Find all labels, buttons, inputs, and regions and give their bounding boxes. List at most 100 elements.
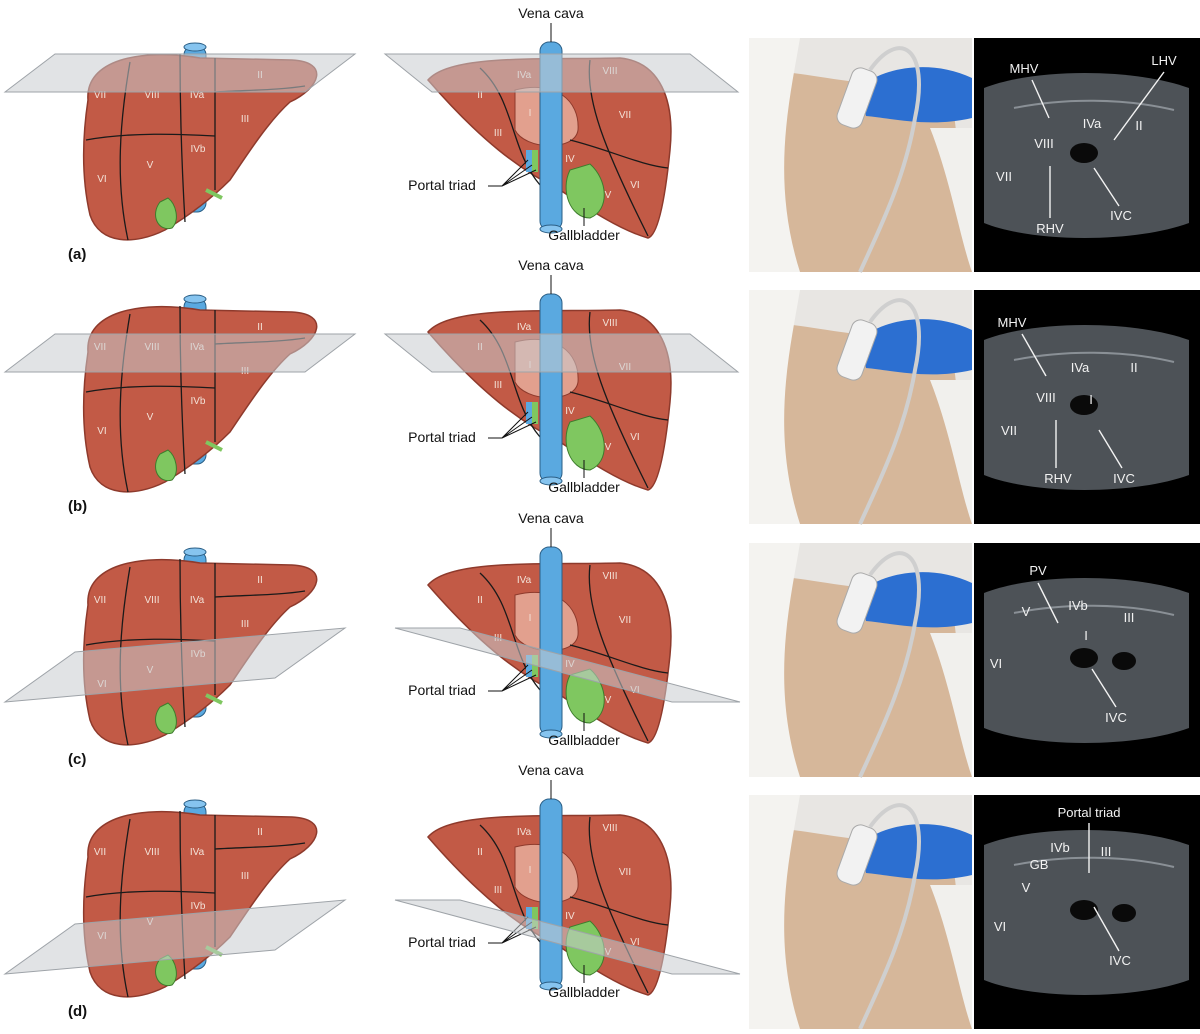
drape-left — [749, 795, 800, 1029]
back-segment-label: VII — [619, 867, 631, 878]
ultrasound-probe — [836, 572, 878, 634]
portal-triad-label: Portal triad — [408, 177, 476, 193]
front-segment-label: IVb — [190, 144, 205, 155]
gallbladder-shape — [565, 163, 605, 219]
ultrasound-label: VIII — [1036, 390, 1056, 405]
vena-cava-opening — [539, 224, 563, 234]
ultrasound-label: IVa — [1071, 360, 1090, 375]
ultrasound-probe — [836, 319, 878, 381]
back-segment-label: IV — [565, 406, 575, 417]
ultrasound-label: V — [1022, 880, 1031, 895]
front-segment-label: III — [241, 619, 249, 630]
front-segment-label: V — [147, 160, 154, 171]
drape-left — [749, 38, 800, 272]
transverse-plane — [3, 53, 357, 93]
segment-line — [214, 842, 306, 850]
front-segment-label: VIII — [144, 847, 159, 858]
portal-vessels — [205, 188, 223, 200]
front-segment-label: III — [241, 871, 249, 882]
back-segment-label: IVa — [517, 322, 532, 333]
ultrasound-label: II — [1135, 118, 1142, 133]
front-segment-label: II — [257, 575, 263, 586]
ultrasound-label: VIII — [1034, 136, 1054, 151]
panel-label: (d) — [68, 1003, 87, 1020]
drape-left — [749, 290, 800, 524]
ultrasound-arrow — [1113, 71, 1165, 141]
ultrasound-label: IVb — [1050, 840, 1070, 855]
ultrasound-arrow — [1091, 668, 1117, 708]
ultrasound-texture — [1013, 604, 1175, 616]
portal-vessel-shape — [532, 907, 538, 929]
front-segment-label: II — [257, 322, 263, 333]
ultrasound-label: VII — [996, 169, 1012, 184]
portal-vessel-shape — [532, 402, 538, 424]
ultrasound-label: II — [1130, 360, 1137, 375]
vena-cava-shape — [539, 546, 563, 736]
ultrasound-label: MHV — [998, 315, 1027, 330]
portal-vessels — [205, 440, 223, 452]
oblique-plane — [394, 627, 741, 703]
ultrasound-label: I — [1089, 392, 1093, 407]
ultrasound-label: IVa — [1083, 116, 1102, 131]
drape-right — [930, 885, 972, 1029]
back-segment-label: V — [605, 695, 612, 706]
gallbladder-shape — [155, 449, 177, 482]
ultrasound-label: IVC — [1113, 471, 1135, 486]
drape-right — [930, 380, 972, 524]
ultrasound-arrow — [1098, 429, 1123, 469]
back-segment-label: V — [605, 190, 612, 201]
cutting-planes — [3, 333, 740, 373]
oblique-plane — [3, 899, 347, 975]
probe-cable — [858, 46, 921, 273]
ultrasound-label: IVC — [1105, 710, 1127, 725]
vena-cava-opening — [539, 476, 563, 486]
front-segment-label: VIII — [144, 90, 159, 101]
portal-vessel-shape — [526, 150, 532, 172]
ultrasound-label: V — [1022, 604, 1031, 619]
vena-cava-opening — [183, 294, 207, 304]
ultrasound-label: RHV — [1036, 221, 1064, 236]
ultrasound-label: VI — [994, 919, 1006, 934]
gallbladder-shape — [155, 702, 177, 735]
back-segment-label: VIII — [602, 823, 617, 834]
ultrasound-probe — [836, 824, 878, 886]
back-segment-label: I — [529, 613, 532, 624]
back-segment-label: IVa — [517, 827, 532, 838]
transverse-plane — [383, 333, 740, 373]
vessel-lumen — [1112, 652, 1136, 670]
probe-position-photo — [749, 543, 972, 778]
vena-cava-label: Vena cava — [518, 510, 584, 526]
portal-triad-label: Portal triad — [408, 429, 476, 445]
segment-line — [569, 139, 669, 169]
back-segment-label: VII — [619, 110, 631, 121]
leader-line — [488, 664, 537, 692]
back-segment-label: VI — [630, 937, 639, 948]
ivc-lumen — [1070, 900, 1098, 920]
front-segment-label: IVb — [190, 901, 205, 912]
back-segment-label: IV — [565, 911, 575, 922]
probe-position-photo — [749, 290, 972, 525]
back-segment-label: II — [477, 847, 483, 858]
ultrasound-label: III — [1124, 610, 1135, 625]
back-segment-label: VI — [630, 432, 639, 443]
back-segment-label: III — [494, 128, 502, 139]
segment-line — [569, 391, 669, 421]
drape-right — [930, 633, 972, 777]
gloved-hand — [860, 824, 972, 880]
gallbladder-label: Gallbladder — [548, 227, 620, 243]
row-1: VIIVIIIIVaIIIIIIVbVVIIVaVIIIIIIIIIVIIIVV… — [3, 5, 1200, 273]
front-segment-label: III — [241, 114, 249, 125]
row-3: VIIVIIIIVaIIIIIIVbVVIIVaVIIIIIIIIIVIIIVV… — [3, 510, 1200, 778]
vena-cava-shape — [539, 293, 563, 483]
back-segment-label: III — [494, 380, 502, 391]
vena-cava-opening — [539, 729, 563, 739]
gloved-hand — [860, 67, 972, 123]
vena-cava-opening — [183, 547, 207, 557]
probe-cable — [858, 298, 921, 525]
front-segment-label: VII — [94, 90, 106, 101]
portal-vessels — [205, 693, 223, 705]
